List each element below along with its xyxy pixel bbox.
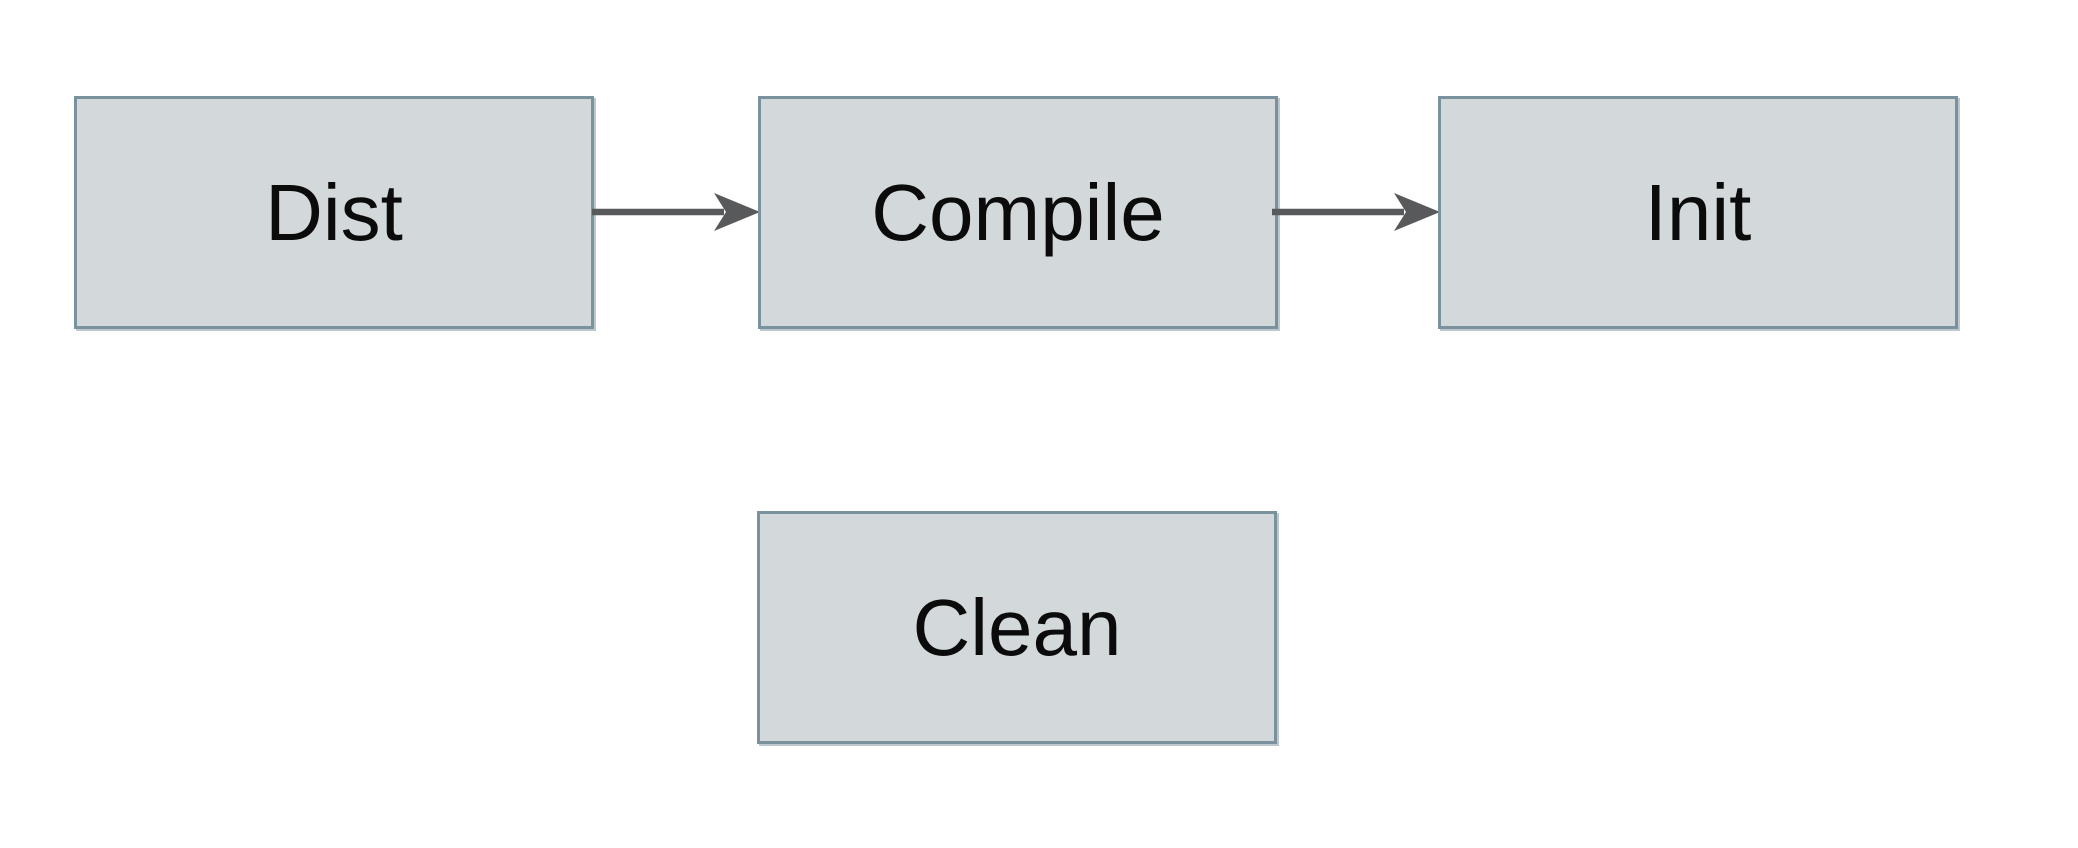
node-clean: Clean: [757, 511, 1277, 744]
node-dist-label: Dist: [265, 167, 403, 257]
node-compile-label: Compile: [871, 167, 1165, 257]
arrow-compile-to-init-icon: [1272, 193, 1440, 231]
node-clean-label: Clean: [912, 582, 1122, 672]
node-dist: Dist: [74, 96, 594, 329]
node-compile: Compile: [758, 96, 1278, 329]
node-init: Init: [1438, 96, 1958, 329]
arrow-dist-to-compile-icon: [592, 193, 760, 231]
node-init-label: Init: [1644, 167, 1752, 257]
